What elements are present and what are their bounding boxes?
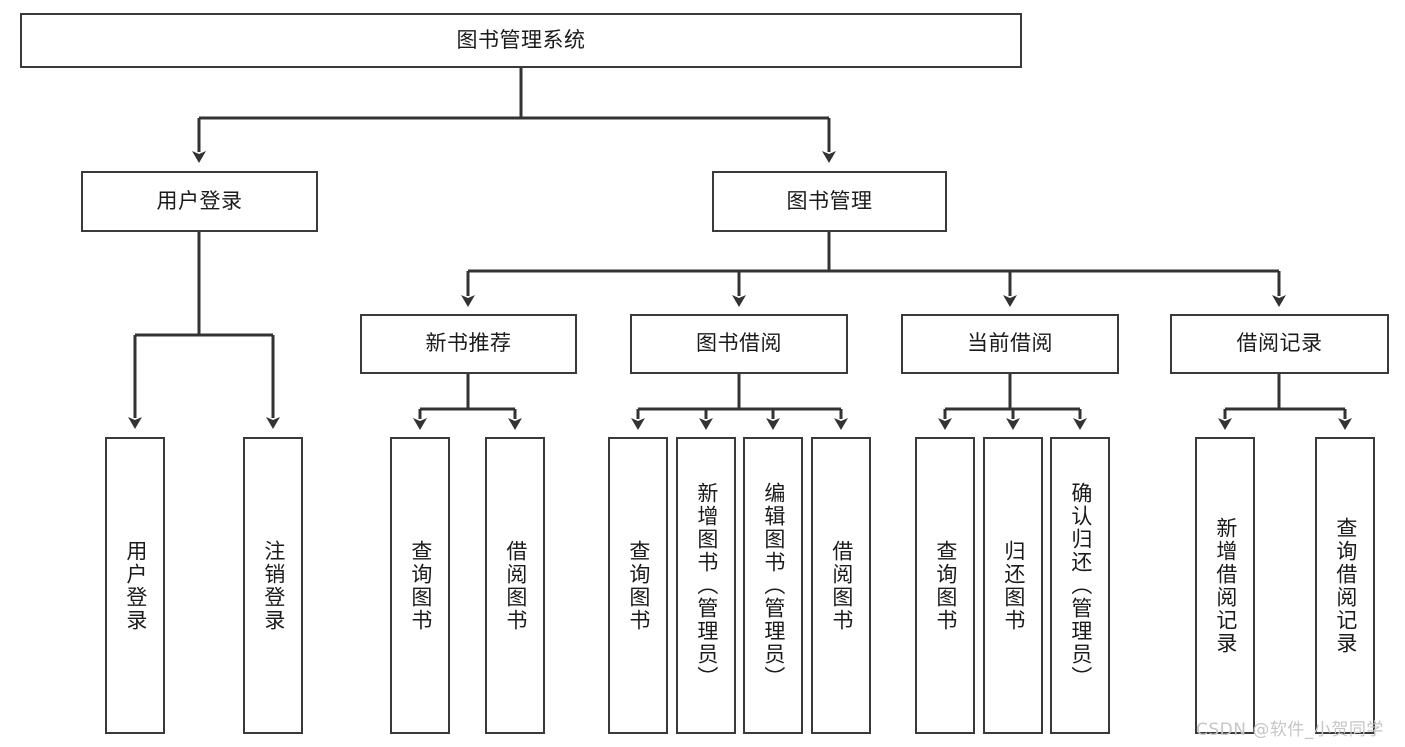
node-new-book-recommend-label: 新书推荐 xyxy=(425,331,512,356)
leaf-new-book-2[interactable]: 借阅图书 xyxy=(485,437,545,734)
node-book-manage-label: 图书管理 xyxy=(786,188,873,213)
node-borrow-record[interactable]: 借阅记录 xyxy=(1170,314,1389,374)
leaf-label: 归还图书 xyxy=(1001,539,1026,632)
leaf-label: 借阅图书 xyxy=(829,539,854,632)
leaf-label: 借阅图书 xyxy=(503,539,528,632)
leaf-current-borrow-1[interactable]: 查询图书 xyxy=(915,437,975,734)
node-user-login[interactable]: 用户登录 xyxy=(81,171,318,232)
leaf-user-login-2[interactable]: 注销登录 xyxy=(243,437,303,734)
leaf-current-borrow-2[interactable]: 归还图书 xyxy=(983,437,1043,734)
node-current-borrow[interactable]: 当前借阅 xyxy=(901,314,1119,374)
leaf-label: 新增图书（管理员） xyxy=(694,482,719,689)
leaf-book-borrow-4[interactable]: 借阅图书 xyxy=(811,437,871,734)
leaf-label: 确认归还（管理员） xyxy=(1068,482,1093,689)
node-user-login-label: 用户登录 xyxy=(156,188,243,213)
leaf-label: 查询图书 xyxy=(933,539,958,632)
leaf-current-borrow-3[interactable]: 确认归还（管理员） xyxy=(1050,437,1110,734)
node-root[interactable]: 图书管理系统 xyxy=(20,13,1022,68)
leaf-borrow-record-1[interactable]: 新增借阅记录 xyxy=(1195,437,1255,734)
leaf-book-borrow-1[interactable]: 查询图书 xyxy=(608,437,668,734)
leaf-label: 新增借阅记录 xyxy=(1213,516,1238,655)
leaf-new-book-1[interactable]: 查询图书 xyxy=(390,437,450,734)
node-book-borrow-label: 图书借阅 xyxy=(696,331,782,356)
leaf-user-login-1[interactable]: 用户登录 xyxy=(105,437,165,734)
node-book-manage[interactable]: 图书管理 xyxy=(712,171,947,232)
leaf-label: 注销登录 xyxy=(261,539,286,632)
node-book-borrow[interactable]: 图书借阅 xyxy=(630,314,848,374)
leaf-label: 查询借阅记录 xyxy=(1333,516,1358,655)
node-borrow-record-label: 借阅记录 xyxy=(1236,331,1323,356)
node-current-borrow-label: 当前借阅 xyxy=(967,331,1053,356)
leaf-book-borrow-2[interactable]: 新增图书（管理员） xyxy=(676,437,736,734)
leaf-label: 用户登录 xyxy=(123,539,148,632)
leaf-label: 查询图书 xyxy=(408,539,433,632)
leaf-label: 查询图书 xyxy=(626,539,651,632)
node-new-book-recommend[interactable]: 新书推荐 xyxy=(360,314,577,374)
leaf-label: 编辑图书（管理员） xyxy=(761,482,786,689)
leaf-book-borrow-3[interactable]: 编辑图书（管理员） xyxy=(743,437,803,734)
node-root-label: 图书管理系统 xyxy=(456,27,586,52)
leaf-borrow-record-2[interactable]: 查询借阅记录 xyxy=(1315,437,1375,734)
